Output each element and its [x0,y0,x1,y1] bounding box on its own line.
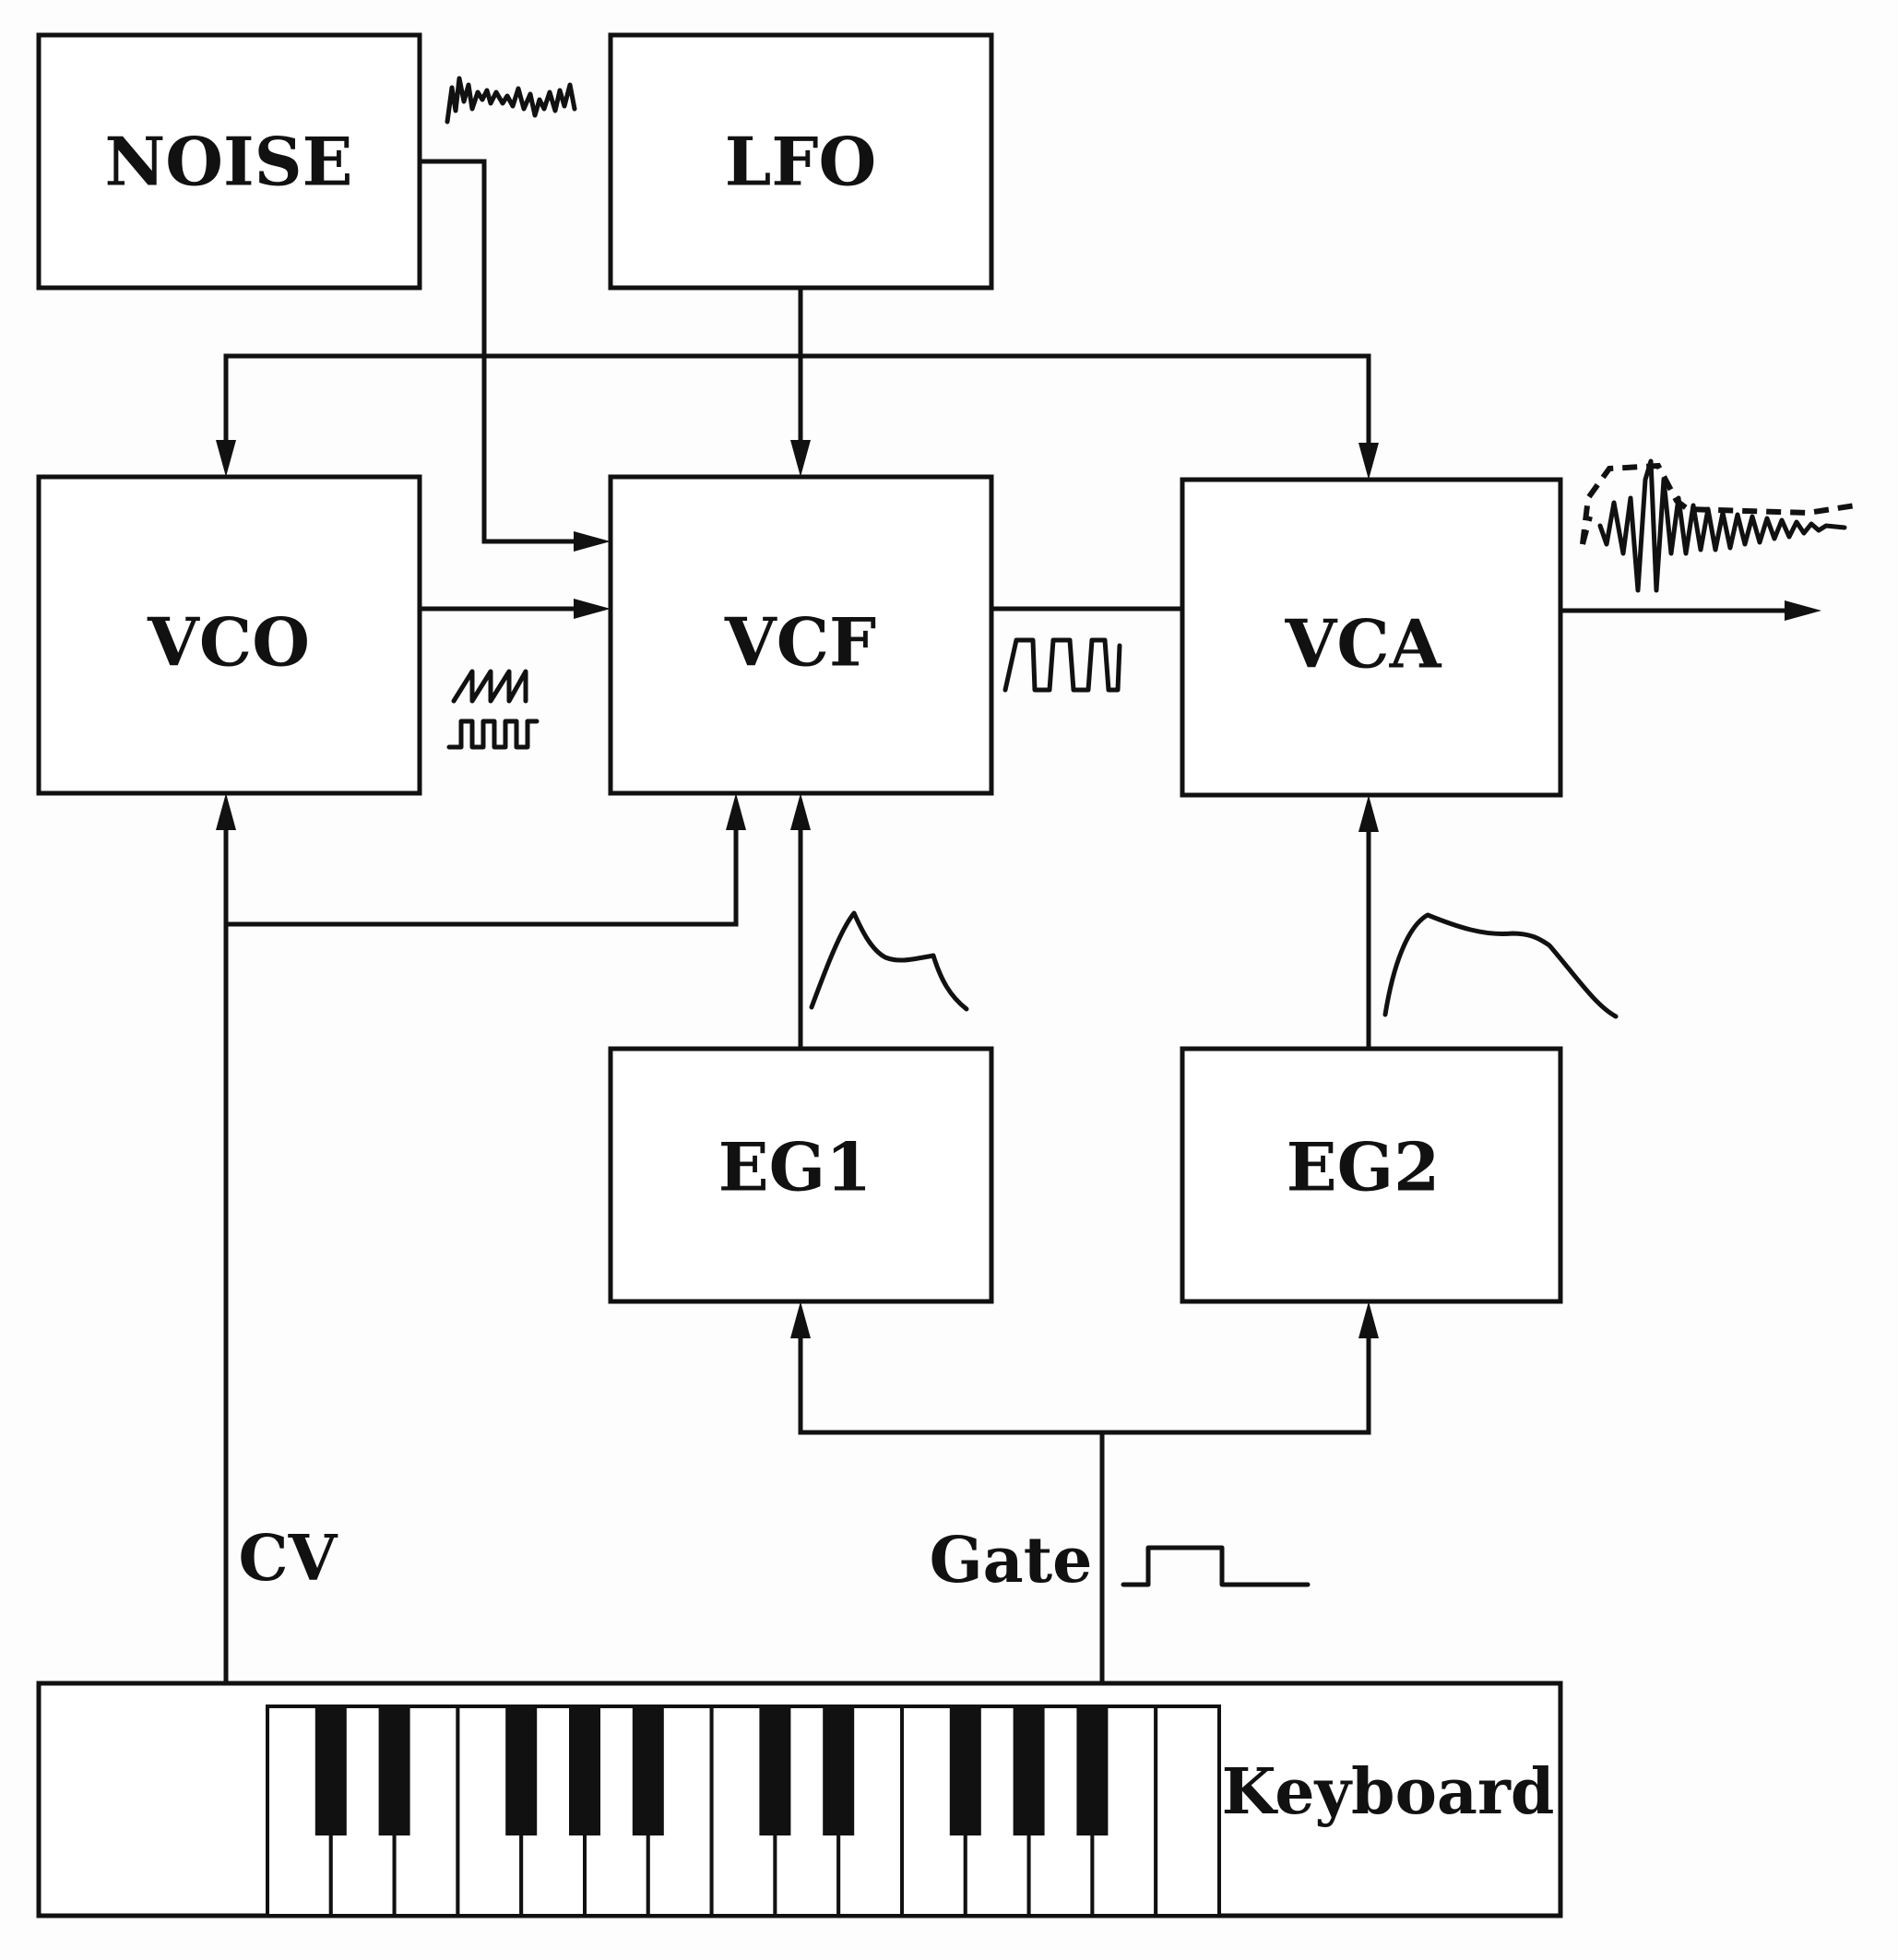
lfo-to-vca-arrow [1358,443,1379,480]
keyboard-label: Keyboard [1222,1755,1555,1829]
lfo-block: LFO [608,32,994,291]
noise-to-vcf-wire [420,159,590,544]
lfo-to-vco-arrow [216,440,236,477]
eg1-envelope [809,910,969,1012]
cv-to-vco-arrow [216,793,236,830]
vca-label: VCA [1284,605,1441,683]
vcf-block: VCF [608,474,994,796]
black-key [1076,1706,1109,1835]
noise-label: NOISE [104,123,352,201]
vco-block: VCO [36,474,422,796]
eg2-block: EG2 [1180,1046,1563,1304]
cv-label: CV [239,1522,338,1596]
square-wave [446,719,540,750]
vcf-label: VCF [724,603,876,682]
cv-to-vcf-wire [223,814,739,1683]
black-key [632,1706,664,1835]
sawtooth-wave [451,669,528,704]
vca-output-waveform [1580,458,1856,593]
vca-block: VCA [1180,477,1563,798]
eg1-block: EG1 [608,1046,994,1304]
vcf-waveform [1002,637,1122,693]
white-key [1154,1705,1221,1918]
black-key [823,1706,855,1835]
eg1-label: EG1 [718,1128,872,1206]
vco-to-vcf-arrow [574,599,611,619]
vco-label: VCO [147,603,310,682]
eg2-envelope [1382,912,1619,1019]
gate-to-eg1-arrow [790,1301,811,1338]
vco-waveforms [446,669,540,750]
amplitude-envelope-lower [1580,516,1593,545]
noise-block: NOISE [36,32,422,291]
eg2-to-vca-arrow [1358,795,1379,832]
black-key [314,1706,347,1835]
lfo-bus-wire [223,353,1371,458]
cv-to-vcf-arrow [726,793,746,830]
gate-label: Gate [930,1524,1093,1598]
vca-output-arrow [1785,600,1821,621]
eg2-label: EG2 [1287,1128,1440,1206]
decaying-oscillation [1597,458,1847,593]
black-key [378,1706,410,1835]
connections [216,159,1821,1683]
eg1-to-vcf-arrow [790,793,811,830]
noise-to-vcf-arrow [574,531,611,552]
noise-waveform [445,76,577,125]
black-key [949,1706,981,1835]
amplitude-envelope [1580,462,1856,545]
keyboard: Keyboard [36,1681,1563,1918]
gate-pulse [1121,1545,1311,1587]
gate-bus-wire [798,1322,1371,1435]
black-key [569,1706,600,1835]
black-key [1013,1706,1045,1835]
lfo-label: LFO [725,123,876,201]
piano-keys [266,1705,1221,1918]
black-key [759,1706,791,1835]
lfo-to-vcf-arrow [790,440,811,477]
black-key [505,1706,538,1835]
gate-to-eg2-arrow [1358,1301,1379,1338]
